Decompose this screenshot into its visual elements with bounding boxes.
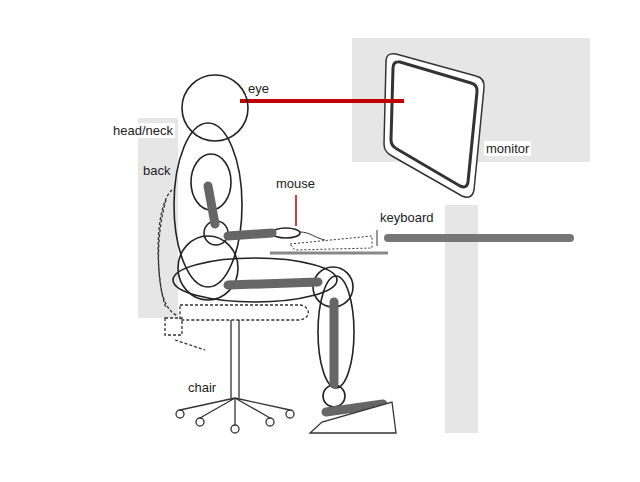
part-label: keyboard — [378, 210, 435, 225]
part-label: chair — [186, 380, 218, 395]
part-label: back — [141, 163, 172, 178]
part-label: eye — [246, 81, 271, 96]
part-label: monitor — [484, 141, 531, 156]
part-label: mouse — [274, 176, 317, 191]
part-label: head/neck — [111, 123, 175, 138]
